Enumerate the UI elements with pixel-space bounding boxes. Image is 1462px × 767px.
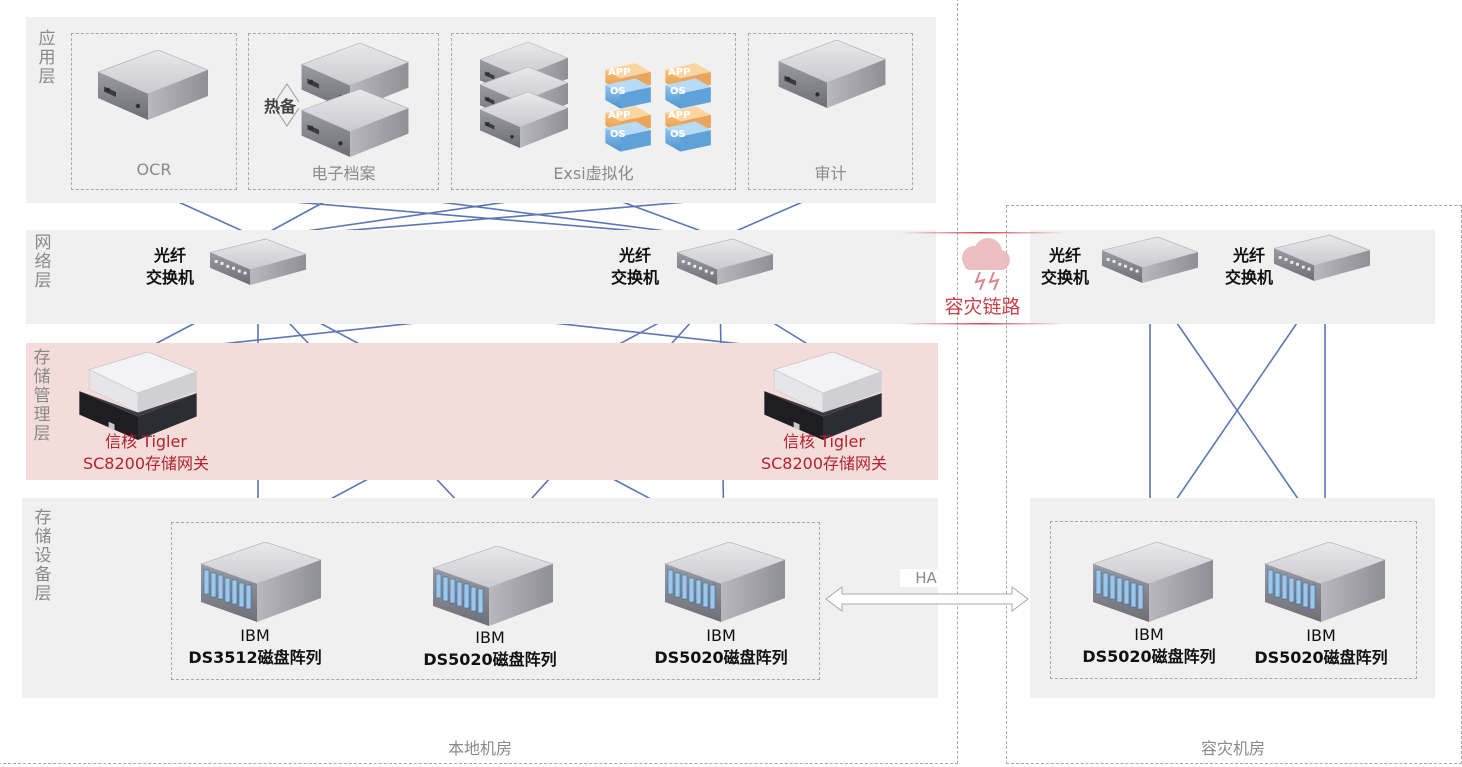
vm-os-label: OS xyxy=(670,86,686,97)
fiber-switch-icon xyxy=(210,238,306,286)
dr-link-label: 容灾链路 xyxy=(944,296,1021,318)
virtualization-label: Exsi虚拟化 xyxy=(553,164,634,183)
fiber-switch-label: 光纤交换机 xyxy=(145,246,194,287)
layer-label-storage-device: 存储设备层 xyxy=(34,508,52,604)
audit-box xyxy=(748,33,913,190)
vm-os-label: OS xyxy=(610,86,626,97)
audit-server-icon xyxy=(778,40,886,108)
disk-array-icon xyxy=(200,542,322,622)
dr-room-label: 容灾机房 xyxy=(1200,739,1265,758)
audit-label: 审计 xyxy=(814,164,847,183)
connection-line xyxy=(1149,281,1326,539)
dr-disk-array-icon xyxy=(1092,542,1214,622)
ocr-server-icon xyxy=(97,50,209,120)
gateway-device-icon xyxy=(763,352,883,440)
ocr-box xyxy=(71,33,237,190)
ha-double-arrow-icon xyxy=(825,586,1029,612)
gateway-device-icon xyxy=(78,352,198,440)
layer-label-network: 网络层 xyxy=(34,233,52,291)
hot-standby-arrow-icon xyxy=(274,83,300,127)
ha-label: HA xyxy=(900,569,952,587)
local-storage-group xyxy=(171,522,820,680)
layer-label-storage-management: 存储管理层 xyxy=(33,348,51,444)
vm-app-label: APP xyxy=(668,67,691,78)
dr-storage-group xyxy=(1050,521,1417,679)
layer-label-application: 应用层 xyxy=(38,29,56,87)
local-room-label: 本地机房 xyxy=(447,739,512,758)
fiber-switch-icon xyxy=(677,238,773,286)
ocr-label: OCR xyxy=(136,160,172,179)
archive-label: 电子档案 xyxy=(311,164,376,183)
dr-fiber-switch-icon xyxy=(1274,234,1370,282)
dr-disk-array-icon xyxy=(1264,542,1386,622)
virtualization-box xyxy=(451,33,736,190)
hot-standby-label: 热备 xyxy=(264,97,297,116)
vm-os-label: OS xyxy=(670,129,686,140)
dr-fiber-switch-label: 光纤交换机 xyxy=(1040,246,1089,287)
cloud-icon xyxy=(962,238,1010,270)
dr-link-graphic xyxy=(900,232,1065,325)
archive-server-icon xyxy=(301,89,409,157)
disk-array-icon xyxy=(664,542,786,622)
local-room-frame xyxy=(0,0,958,764)
fiber-switch-label: 光纤交换机 xyxy=(610,246,659,287)
dr-fiber-switch-icon xyxy=(1102,236,1198,284)
virtual-host-server-icon xyxy=(479,92,569,148)
disk-array-icon xyxy=(432,546,554,626)
archive-box xyxy=(248,33,439,190)
dr-fiber-switch-label: 光纤交换机 xyxy=(1224,246,1273,287)
dr-network-band xyxy=(1030,230,1435,324)
vm-os-label: OS xyxy=(610,129,626,140)
vm-app-label: APP xyxy=(668,110,691,121)
network-layer-band xyxy=(26,230,936,324)
vm-app-label: APP xyxy=(608,110,631,121)
vm-app-label: APP xyxy=(608,67,631,78)
